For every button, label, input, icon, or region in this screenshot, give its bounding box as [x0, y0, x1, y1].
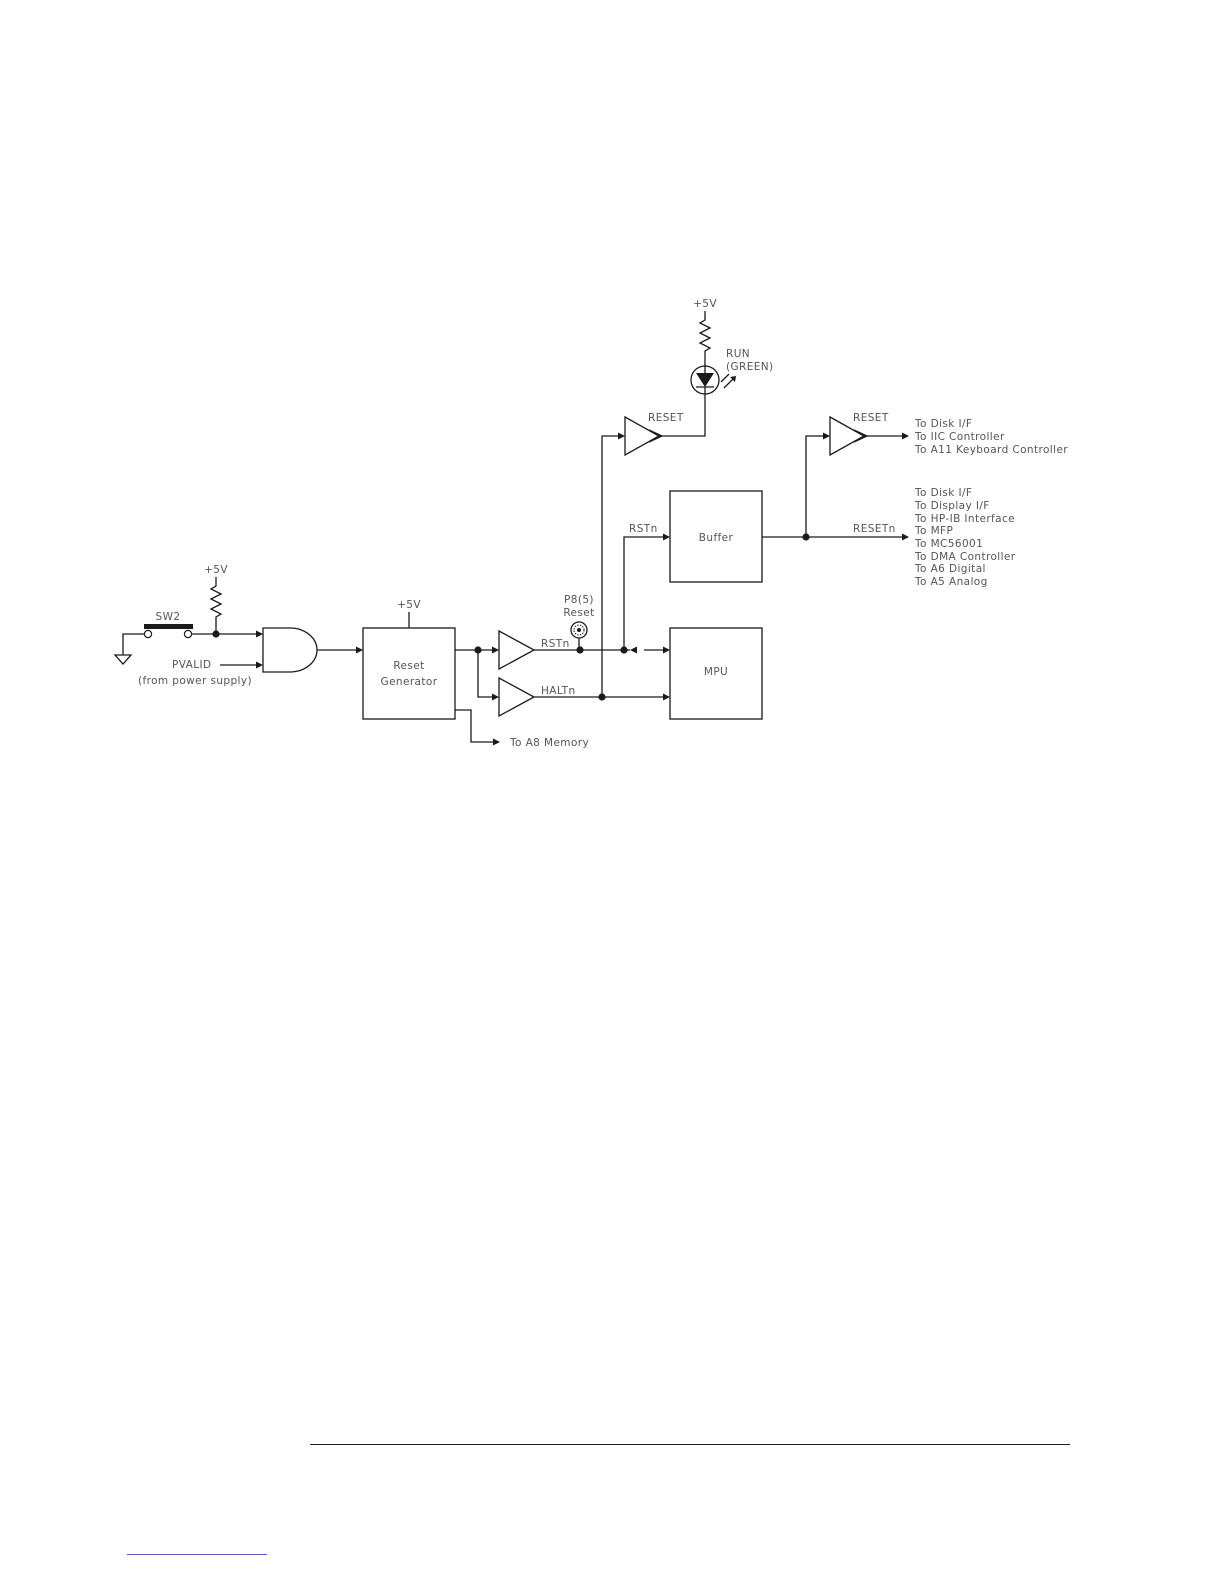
resetn-destination: To MFP [914, 525, 953, 537]
resetn-destination: To A5 Analog [914, 576, 988, 588]
to-a8-memory-label: To A8 Memory [509, 737, 589, 749]
reset-generator-block: +5V Reset Generator [362, 599, 456, 720]
pullup-resistor-icon: +5V [204, 564, 228, 634]
reset-right-label: RESET [853, 412, 889, 424]
test-point-icon: P8(5) Reset [563, 594, 594, 650]
run-label-1: RUN [726, 348, 750, 360]
reset-led-label: RESET [648, 412, 684, 424]
rstn-driver-buffer [498, 629, 536, 671]
haltn-label: HALTn [541, 685, 576, 697]
run-led-icon: +5V [690, 298, 736, 395]
corner-link-underline [127, 1554, 267, 1555]
footer-rule [310, 1444, 1070, 1445]
resetn-destination: To MC56001 [914, 538, 983, 550]
and-gate [262, 627, 318, 673]
haltn-driver-buffer [498, 676, 536, 718]
resetn-destination: To Display I/F [914, 500, 990, 512]
resetn-destinations-list: To Disk I/F To Display I/F To HP-IB Inte… [914, 487, 1016, 588]
mpu-label: MPU [704, 666, 728, 678]
reset-destination: To A11 Keyboard Controller [914, 444, 1068, 456]
buffer-block: Buffer [669, 490, 763, 583]
testpoint-label-2: Reset [563, 607, 594, 619]
rstn-branch-label: RSTn [629, 523, 658, 535]
resetn-destination: To DMA Controller [914, 551, 1016, 563]
resetn-label: RESETn [853, 523, 896, 535]
pvalid-note: (from power supply) [138, 675, 252, 687]
plus5v-led-label: +5V [693, 298, 717, 310]
plus5v-generator-label: +5V [397, 599, 421, 611]
testpoint-label-1: P8(5) [564, 594, 594, 606]
pvalid-label: PVALID [172, 659, 211, 671]
resetn-destination: To A6 Digital [914, 563, 986, 575]
rstn-main-label: RSTn [541, 638, 570, 650]
sw2-switch: SW2 [143, 611, 193, 639]
reset-destination: To Disk I/F [914, 418, 972, 430]
buffer-label: Buffer [699, 532, 734, 544]
reset-destinations-list: To Disk I/F To IIC Controller To A11 Key… [914, 418, 1068, 456]
plus5v-switch-label: +5V [204, 564, 228, 576]
mpu-block: MPU [669, 627, 763, 720]
reset-generator-label-1: Reset [393, 660, 424, 672]
reset-generator-label-2: Generator [381, 676, 438, 688]
reset-destination: To IIC Controller [914, 431, 1005, 443]
resetn-destination: To Disk I/F [914, 487, 972, 499]
run-label-2: (GREEN) [726, 361, 774, 373]
resetn-destination: To HP-IB Interface [914, 513, 1015, 525]
sw2-label: SW2 [156, 611, 181, 623]
ground-symbol-icon [113, 633, 145, 665]
